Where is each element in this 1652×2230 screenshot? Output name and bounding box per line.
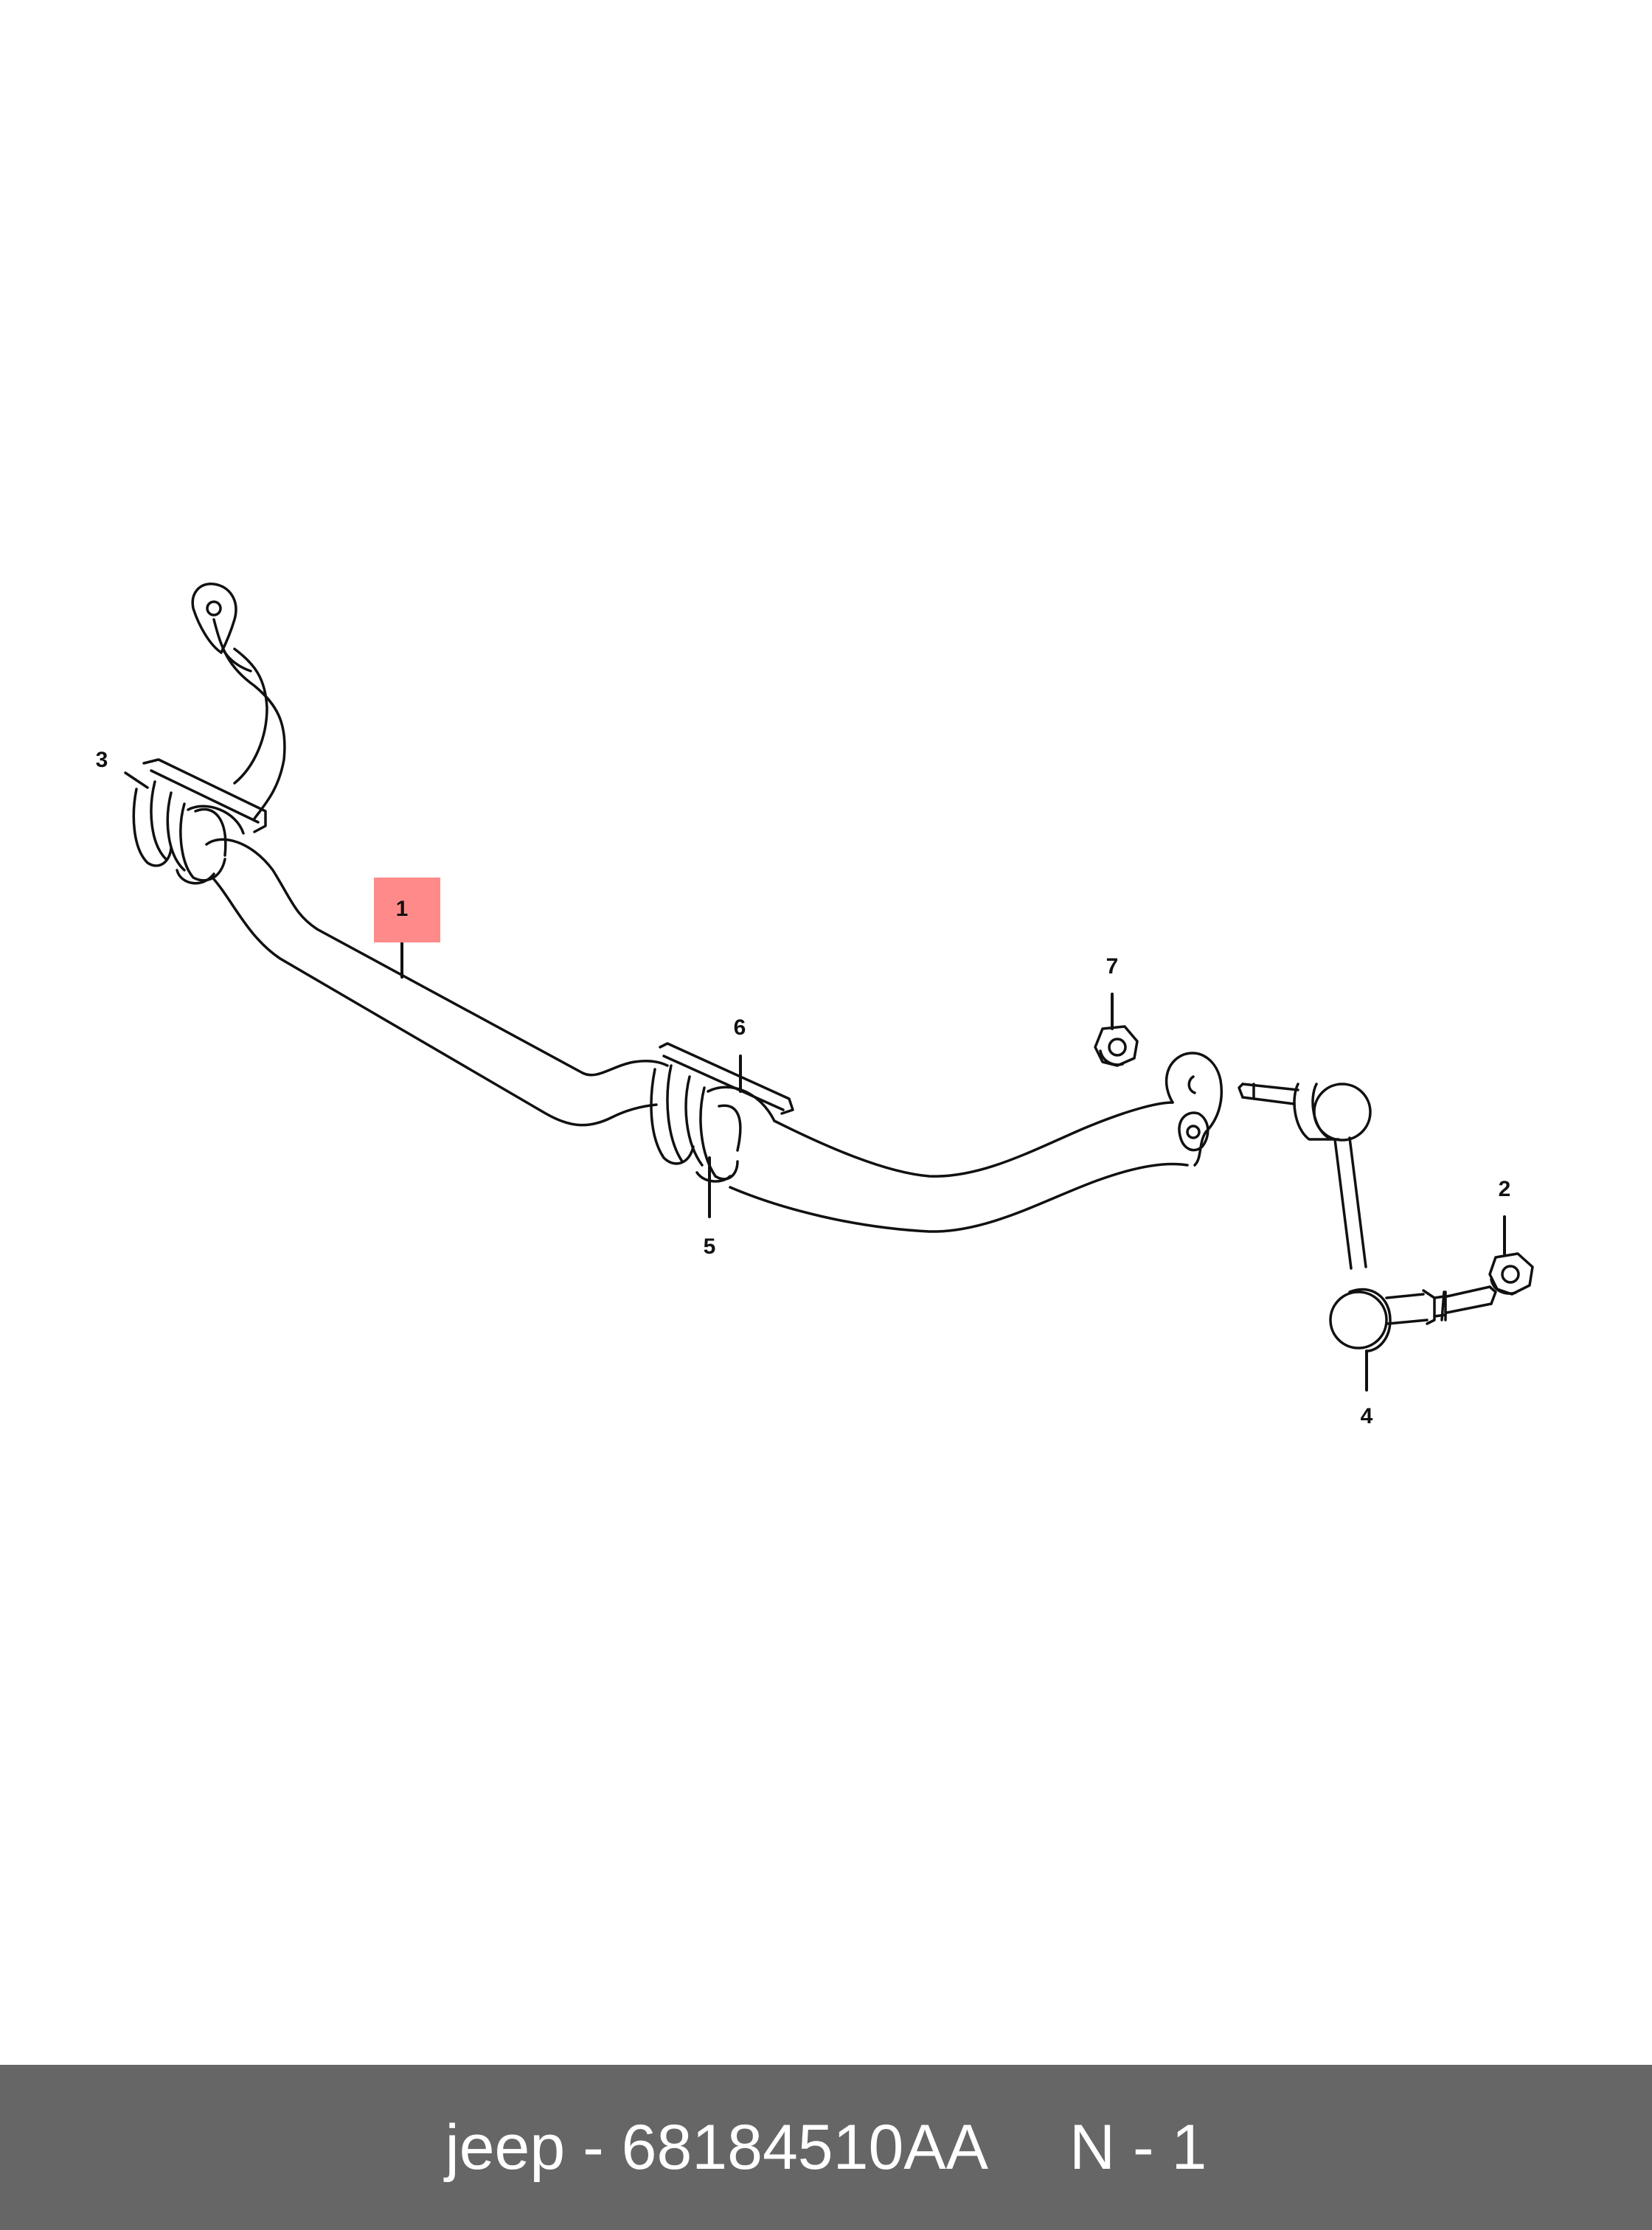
nut-2 (1488, 1215, 1534, 1296)
stabilizer-bar (191, 583, 1223, 1233)
callout-1-highlight (374, 878, 440, 942)
stabilizer-link (1238, 1083, 1497, 1392)
part-info-bar: jeep - 68184510AA N - 1 (0, 2065, 1652, 2230)
nut-7 (1094, 993, 1139, 1067)
center-bushing-bracket (650, 1042, 794, 1218)
callout-1: 1 (396, 897, 409, 921)
callout-6: 6 (734, 1015, 746, 1040)
part-number-text: jeep - 68184510AA (445, 2111, 988, 2183)
callout-2: 2 (1499, 1177, 1511, 1201)
callout-4: 4 (1361, 1404, 1373, 1428)
parts-diagram: 1 2 3 4 5 6 7 (96, 583, 1534, 1428)
callout-3: 3 (96, 748, 108, 772)
left-bushing-bracket (124, 758, 267, 885)
quantity-text: N - 1 (1069, 2111, 1207, 2183)
callout-5: 5 (704, 1234, 716, 1259)
callout-7: 7 (1106, 954, 1119, 979)
